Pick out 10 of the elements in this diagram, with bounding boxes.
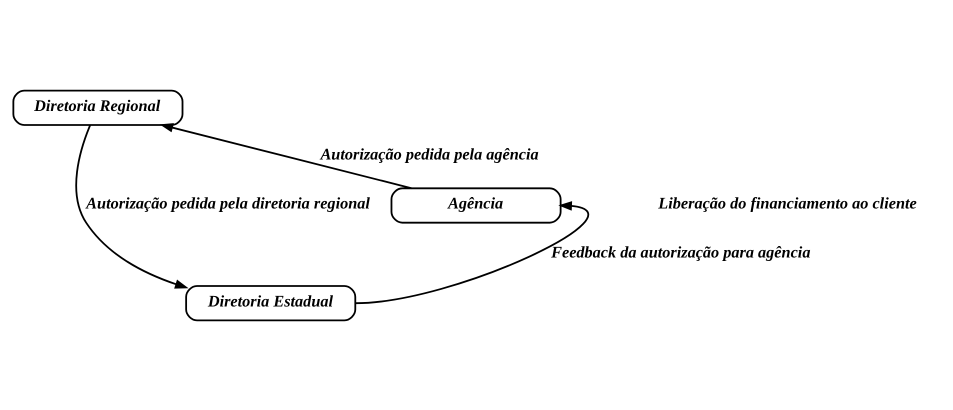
node-box: Agência	[390, 186, 562, 224]
node-box: Diretoria Estadual	[185, 284, 356, 321]
edge-label: Autorização pedida pela diretoria regional	[86, 193, 370, 212]
edge-label: Feedback da autorização para agência	[551, 242, 810, 261]
label: Liberação do financiamento ao cliente	[658, 193, 917, 212]
arrow	[75, 124, 189, 288]
edge-label: Autorização pedida pela agência	[320, 144, 539, 164]
node-box: Diretoria Regional	[12, 89, 184, 126]
arrow	[160, 122, 412, 189]
arrow	[356, 200, 589, 304]
